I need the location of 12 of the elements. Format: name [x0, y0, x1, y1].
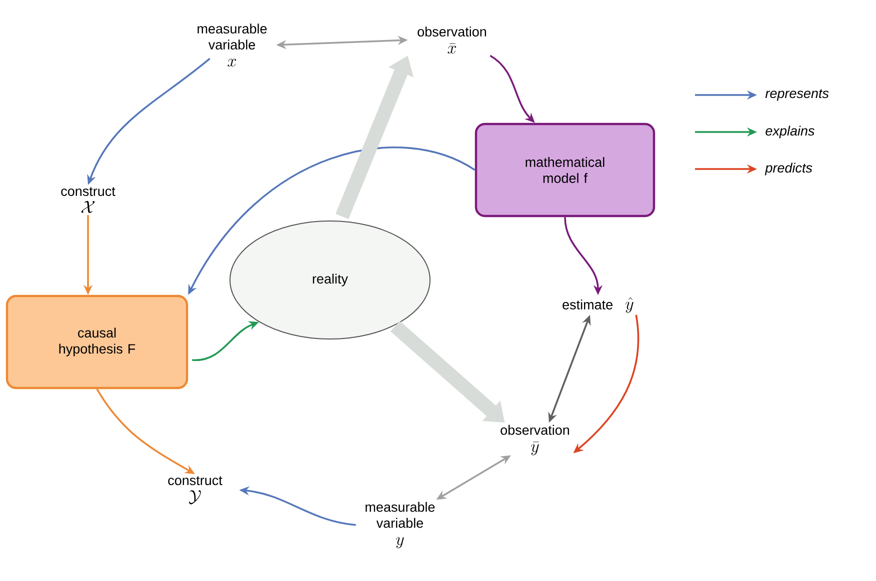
construct-label: construct $\mathcal{Y}$ [168, 476, 222, 504]
hypothesis-box: causal hypothesis F [6, 294, 188, 390]
model-box: mathematical model f [474, 122, 656, 218]
variable-label: measurable variable $x$ [198, 24, 267, 67]
observation-label: observation $\bar{x}$ [418, 26, 486, 54]
observation-label: observation $\bar{y}$ [500, 424, 570, 456]
legend-label: represents [765, 89, 829, 101]
construct-label: construct $\mathcal{X}$ [61, 187, 116, 213]
legend-label: explains [766, 126, 814, 138]
legend-label: predicts [764, 162, 812, 176]
estimate-label: estimate $\hat{y}$ [562, 297, 634, 313]
variable-label: measurable variable $y$ [366, 502, 435, 548]
